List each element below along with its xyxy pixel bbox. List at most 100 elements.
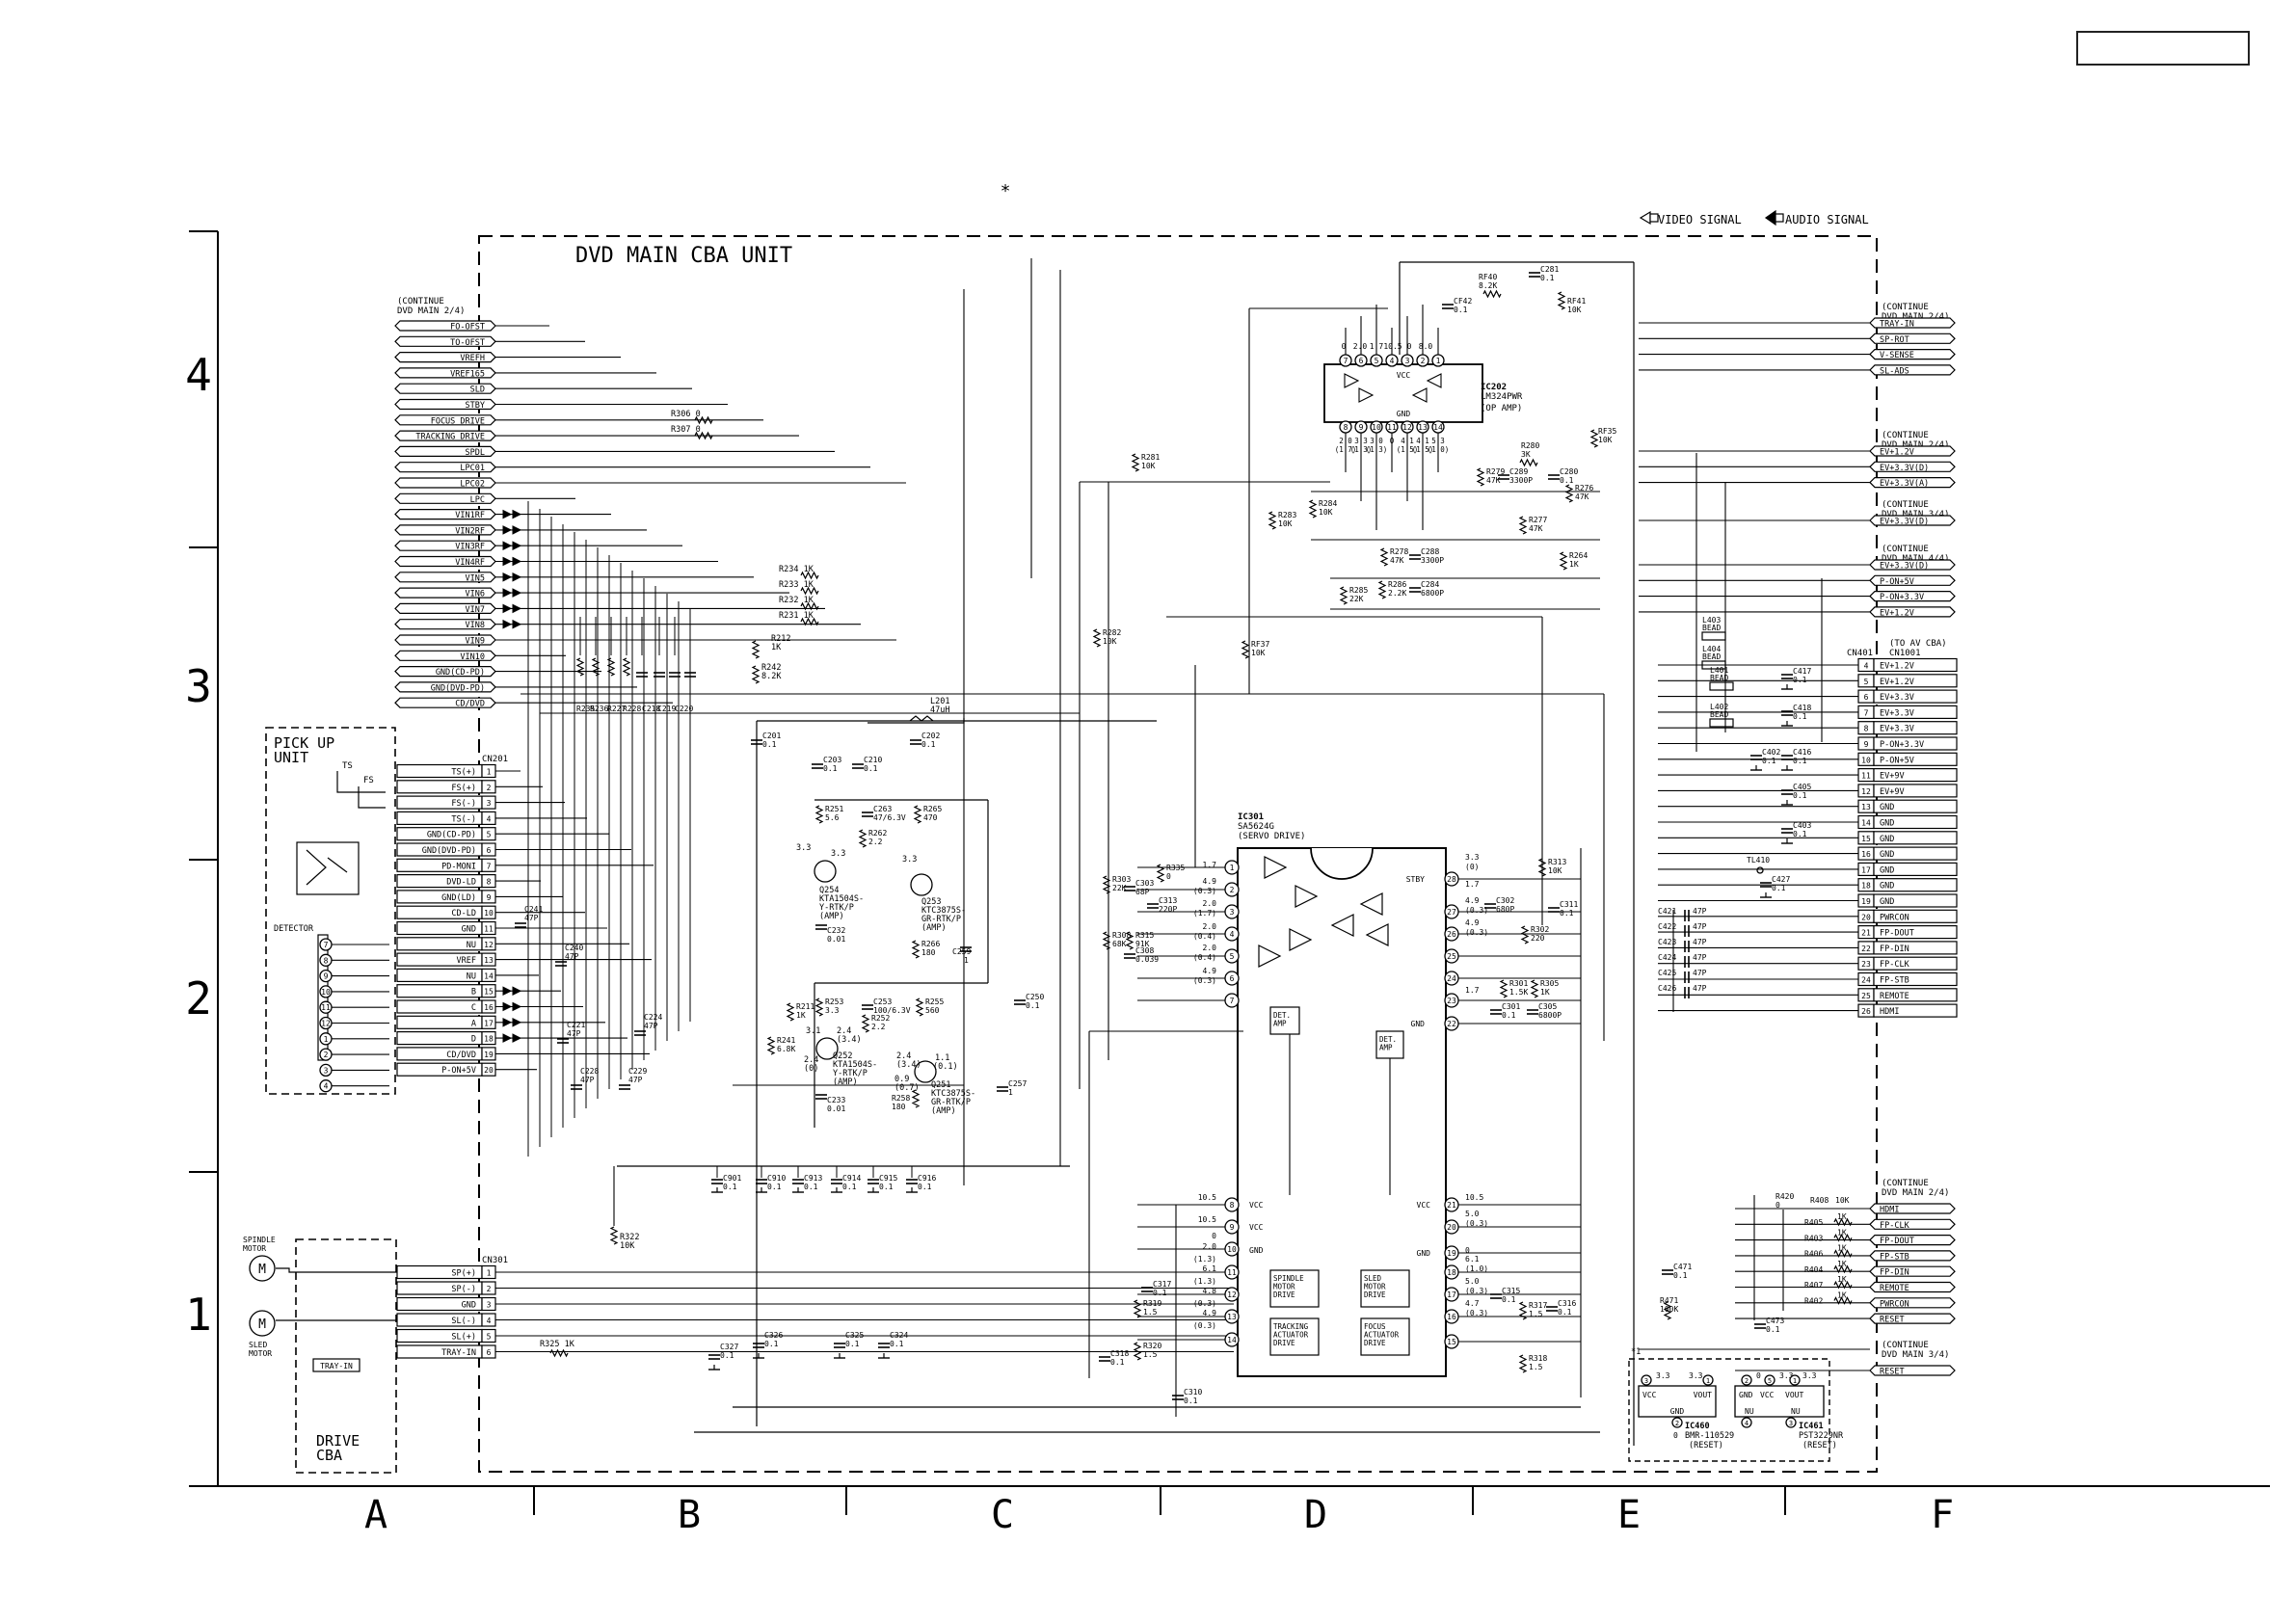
ic461-pin-number: 3: [1789, 1420, 1793, 1427]
connector-label: FOCUS DRIVE: [431, 416, 485, 426]
cn201-pin-number: 7: [487, 862, 492, 870]
cn401-pin-number: 24: [1861, 976, 1871, 985]
component-label: R228: [623, 705, 641, 713]
component-label: 10K: [1548, 866, 1562, 875]
connector-label: FP-CLK: [1880, 1221, 1910, 1231]
ic461-pin: [1789, 1374, 1801, 1386]
component-label: 47K: [1486, 476, 1501, 485]
cn201-pin-number: 13: [484, 956, 494, 965]
voltage-label: 0.9: [894, 1075, 909, 1084]
component-label: C203: [823, 756, 841, 764]
component-label: 3300P: [1509, 476, 1533, 485]
right-connector-tag: [1869, 333, 1956, 344]
transistor-q253-label: Q253: [921, 897, 941, 907]
cn401-note: CN1001: [1889, 649, 1921, 658]
op-amp-icon: [1358, 387, 1375, 403]
cn401-pin-17: [1873, 862, 1958, 877]
component-label: 0.1: [1540, 274, 1555, 282]
component-label: 0.1: [1673, 1271, 1688, 1280]
component-label: 47K: [1575, 492, 1589, 501]
component-label: R404: [1804, 1265, 1823, 1274]
ic301-voltage: (0.3): [1193, 976, 1216, 985]
component-label: R264: [1569, 551, 1588, 560]
component-label: 0.1: [764, 1340, 779, 1348]
ic460-body: [1638, 1385, 1717, 1418]
cn201-pin-label: VREF: [457, 956, 476, 966]
right-connector-tag: [1869, 1313, 1956, 1324]
op-amp-icon: [1258, 945, 1282, 968]
connector-note: DVD MAIN 3/4): [1882, 1350, 1949, 1360]
component-label: R315: [1135, 931, 1154, 940]
cn401-pin-22: [1873, 941, 1958, 955]
resistor: [1133, 1342, 1142, 1361]
ic301-voltage: 0: [1212, 1232, 1216, 1240]
ic301-block-label: MOTOR: [1364, 1283, 1386, 1291]
ic202-voltage: 4.1: [1416, 437, 1429, 445]
ic202-function: (OP AMP): [1481, 404, 1522, 413]
ic301-pin-number: 8: [1230, 1201, 1235, 1210]
component-label: C425: [1658, 969, 1676, 977]
component-label: R235: [576, 705, 595, 713]
component-label: R266: [921, 940, 940, 948]
ic461-pin-name: VCC: [1760, 1391, 1775, 1399]
ic301-voltage: 2.0: [1203, 1242, 1217, 1251]
ic301-pin-number: 12: [1227, 1290, 1237, 1299]
component-label: C315: [1502, 1287, 1520, 1295]
cn201-pin-number: 17: [484, 1019, 494, 1027]
component-label: 2.2: [868, 838, 883, 846]
voltage-label: (0.7): [894, 1083, 920, 1093]
ic301-voltage: (1.7): [1193, 909, 1216, 918]
component-label: R471: [1660, 1296, 1678, 1305]
ic301-pin-number: 17: [1447, 1290, 1456, 1299]
cn401-pin-label: EV+3.3V: [1880, 725, 1914, 734]
voltage-label: (0.1): [933, 1062, 958, 1072]
cn201-pin-number: 6: [487, 846, 492, 855]
component-label: C421: [1658, 907, 1676, 916]
connector-note: DVD MAIN 2/4): [1882, 440, 1949, 450]
component-label: C303: [1135, 879, 1154, 888]
cn401-pin-number: 13: [1861, 803, 1871, 812]
resistor: [622, 657, 631, 677]
component-label: 22K: [1112, 884, 1127, 892]
cn301-pin-number: 3: [487, 1301, 492, 1310]
ic301-function-block: [1269, 1269, 1320, 1308]
transistor-q252-label: Q252: [833, 1051, 852, 1061]
component-label: C302: [1496, 896, 1514, 905]
connector-label: REMOTE: [1880, 1284, 1909, 1293]
component-label: R301: [1509, 979, 1528, 988]
connector-label: P-ON+3.3V: [1880, 593, 1924, 602]
resistor: [1377, 580, 1387, 599]
ic301-block-label: DRIVE: [1364, 1339, 1386, 1347]
connector-label: EV+3.3V(D): [1880, 518, 1929, 527]
component-label: C301: [1502, 1002, 1520, 1011]
cn201-pin-number: 10: [484, 909, 494, 918]
transistor-q251-label: KTC3875S-: [931, 1089, 975, 1099]
component-label: C916: [918, 1174, 936, 1183]
cn301-pin-label: SP(+): [451, 1269, 476, 1279]
component-label: R313: [1548, 858, 1566, 866]
voltage-label: 2.4: [804, 1055, 818, 1065]
component-label: 180: [921, 948, 936, 957]
component-label: C281: [1540, 265, 1559, 274]
cn201-pin-label: C: [471, 1003, 476, 1013]
component-label: R212: [771, 634, 790, 644]
component-label: R405: [1804, 1218, 1823, 1227]
ic301-pin-number: 24: [1447, 974, 1456, 983]
component-label: RF35: [1598, 427, 1616, 436]
component-label: C402: [1762, 748, 1780, 757]
component-label: 1K: [1837, 1228, 1847, 1237]
component-label: 10K: [1251, 649, 1266, 657]
resistor: [800, 586, 819, 596]
ic301-pin-number: 2: [1230, 886, 1235, 894]
resistor: [609, 1226, 619, 1245]
resistor: [911, 940, 921, 959]
connector-label: V-SENSE: [1880, 351, 1914, 360]
component-label: BEAD: [1710, 674, 1728, 682]
connector-label: LPC02: [460, 480, 485, 490]
ic461-pin-name: GND: [1739, 1391, 1753, 1399]
grid-col-label: D: [1304, 1493, 1327, 1537]
grid-row-label: 4: [185, 349, 212, 401]
component-label: 0.1: [1793, 676, 1807, 684]
component-label: 47P: [1693, 953, 1707, 962]
ic202-pin-number: 11: [1387, 423, 1397, 432]
